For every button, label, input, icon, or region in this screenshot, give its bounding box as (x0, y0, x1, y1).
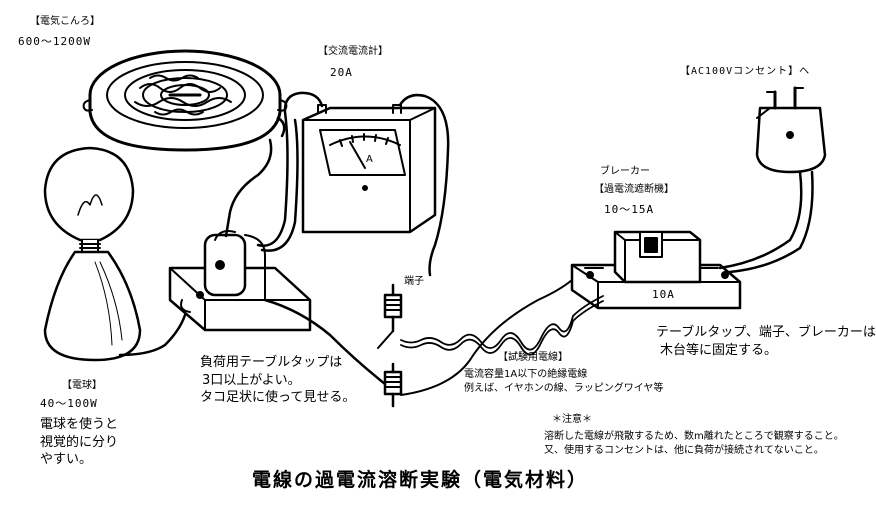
terminal-upper-icon (377, 283, 403, 349)
caution-heading: ＊注意＊ (552, 414, 592, 425)
tap-note: 負荷用テーブルタップは 3口以上がよい。 タコ足状に使って見せる。 (200, 354, 355, 407)
bulb-note-line-3: やすい。 (40, 452, 93, 468)
ammeter-name-label: 【交流電流計】 (318, 46, 388, 57)
fix-note: テーブルタップ、端子、ブレーカーは 木台等に固定する。 (656, 324, 876, 359)
tap-note-line-2: 3口以上がよい。 (202, 372, 301, 388)
plug-icon (755, 86, 827, 174)
fix-note-line-1: テーブルタップ、端子、ブレーカーは (656, 325, 876, 340)
bulb-note-line-1: 電球を使うと (40, 417, 119, 432)
terminal-label: 端子 (404, 276, 424, 287)
fix-note-line-2: 木台等に固定する。 (660, 342, 778, 358)
breaker-range-label: 10〜15A (604, 203, 655, 216)
bulb-note-line-2: 視覚的に分り (40, 434, 119, 450)
breaker-name-label: ブレーカー (600, 166, 650, 177)
caution-text: 溶断した電線が飛散するため、数m離れたところで観察すること。 又、使用するコンセ… (544, 430, 844, 457)
ammeter-face-label: A (366, 154, 373, 165)
bulb-name-label: 【電球】 (62, 380, 102, 391)
test-wire-description: 電流容量1A以下の絶縁電線 例えば、イヤホンの線、ラッピングワイヤ等 (464, 368, 663, 395)
test-wire-line-2: 例えば、イヤホンの線、ラッピングワイヤ等 (464, 382, 664, 394)
breaker-sub-label: 【過電流遮断機】 (594, 184, 674, 195)
terminal-lower-icon (383, 362, 403, 408)
stove-watt-label: 600〜1200W (18, 35, 91, 48)
wire-lines (118, 91, 814, 396)
ammeter-icon (301, 104, 437, 234)
caution-line-2: 又、使用するコンセントは、他に負荷が接続されてないこと。 (544, 444, 824, 456)
stove-name-label: 【電気こんろ】 (30, 16, 100, 27)
caution-line-1: 溶断した電線が飛散するため、数m離れたところで観察すること。 (544, 431, 844, 442)
bulb-watt-label: 40〜100W (40, 397, 98, 410)
tap-note-line-1: 負荷用テーブルタップは (200, 355, 343, 370)
tap-note-line-3: タコ足状に使って見せる。 (200, 390, 356, 406)
diagram-title: 電線の過電流溶断実験（電気材料） (252, 469, 589, 491)
breaker-icon (570, 230, 742, 310)
test-wire-name-label: 【試験用電線】 (498, 352, 568, 363)
ammeter-range-label: 20A (330, 66, 353, 79)
outlet-label: 【AC100Vコンセント】へ (680, 66, 811, 77)
bulb-note: 電球を使うと 視覚的に分り やすい。 (40, 416, 118, 469)
electric-stove-icon (82, 49, 288, 152)
test-wire-line-1: 電流容量1A以下の絶縁電線 (464, 369, 588, 380)
light-bulb-icon (43, 146, 142, 362)
breaker-face-label: 10A (652, 288, 675, 301)
table-tap-icon (168, 230, 312, 332)
